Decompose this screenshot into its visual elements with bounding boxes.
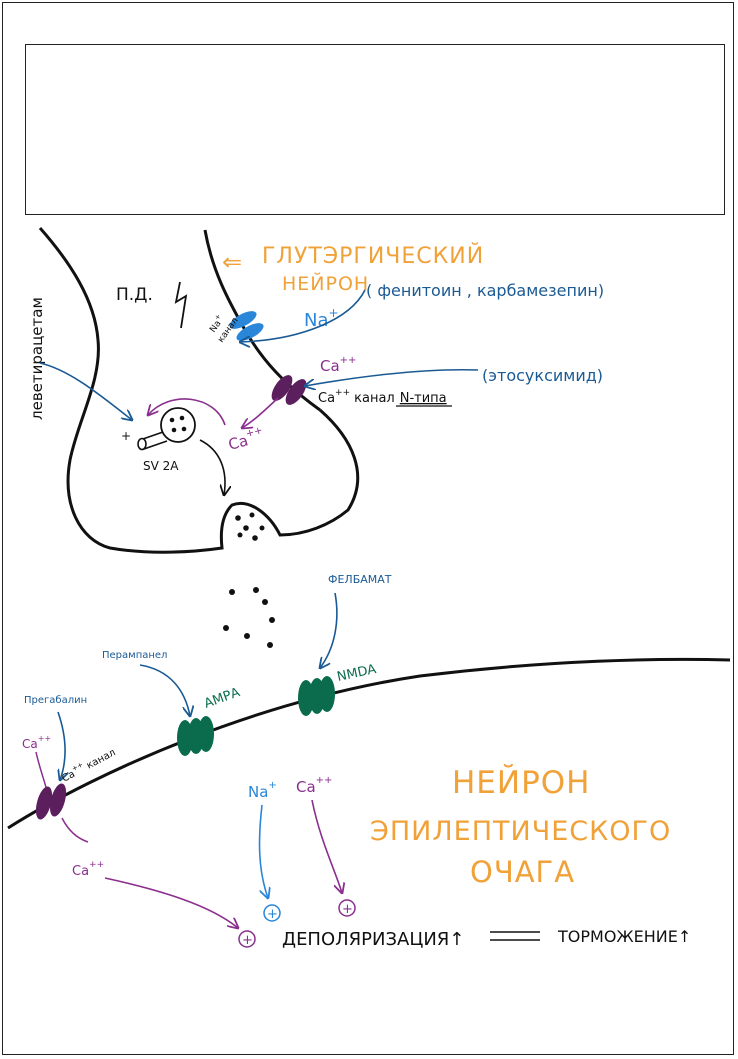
inhibition-label: ТОРМОЖЕНИЕ↑ <box>557 927 691 946</box>
felbamate-arrow <box>320 592 338 668</box>
sodium-ion-label: Na+ <box>304 306 339 331</box>
plus-icon-sodium: + <box>263 904 281 922</box>
postsynaptic-title-line2: ЭПИЛЕПТИЧЕСКОГО <box>370 816 671 847</box>
calcium-outside-postsynaptic: Ca++ <box>22 734 51 751</box>
sodium-in-label: Na+ <box>248 780 277 801</box>
postsynaptic-title-line3: ОЧАГА <box>470 855 575 889</box>
plus-icon-depolarization: + <box>238 930 256 948</box>
sv2a-vesicle <box>137 407 196 451</box>
levetiracetam-label: леветирацетам <box>28 297 46 420</box>
calcium-ion-outside: Ca++ <box>320 355 356 375</box>
nmda-label: NMDA <box>336 662 378 685</box>
presynaptic-title-arrow: ⇐ <box>222 248 242 276</box>
sodium-entry-arrow <box>240 289 366 342</box>
felbamate-label: ФЕЛБАМАТ <box>328 573 392 586</box>
postsynaptic-title-line1: НЕЙРОН <box>452 765 591 801</box>
sodium-in-arrow <box>258 804 268 898</box>
levetiracetam-arrow <box>39 362 132 420</box>
ampa-label: АМРА <box>202 685 242 712</box>
pregabalin-arrow <box>57 711 65 780</box>
depolarization-label: ДЕПОЛЯРИЗАЦИЯ↑ <box>282 929 464 950</box>
presynaptic-title-line1: ГЛУТЭРГИЧЕСКИЙ <box>262 243 484 269</box>
postsynaptic-membrane <box>7 657 731 830</box>
calcium-to-depolarization-arrow <box>104 877 238 928</box>
sv2a-label: SV 2A <box>143 459 179 473</box>
calcium-channel-presynaptic <box>271 375 307 405</box>
calcium-inflow-arrow <box>242 397 279 428</box>
calcium-ion-inside: Ca++ <box>226 425 266 454</box>
calcium-through-channel <box>61 817 89 843</box>
calcium-channel-postsynaptic-label: Ca++канал <box>59 745 118 785</box>
presynaptic-membrane-left <box>38 227 360 554</box>
calcium-in-label: Ca++ <box>296 775 332 796</box>
perampanel-arrow <box>139 664 190 716</box>
calcium-channel-postsynaptic <box>35 783 67 820</box>
ampa-receptor <box>177 716 214 756</box>
exocytosis-arrow <box>199 439 225 495</box>
sv2a-plus: + <box>121 429 131 443</box>
vesicle-release-dots <box>235 512 265 541</box>
calcium-to-vesicle-arrow <box>148 398 226 426</box>
header-box <box>25 44 725 215</box>
action-potential-label: П.Д. <box>116 285 153 305</box>
nmda-receptor <box>298 676 335 716</box>
calcium-channel-drug-arrow <box>305 368 479 386</box>
calcium-inside-postsynaptic: Ca++ <box>72 860 104 879</box>
sodium-channel-drugs: ( фенитоин , карбамезепин) <box>366 281 604 300</box>
svg-text:+: + <box>342 902 353 917</box>
lightning-icon <box>174 281 188 329</box>
presynaptic-title-line2: НЕЙРОН <box>282 272 369 295</box>
pregabalin-label: Прегабалин <box>24 695 87 706</box>
calcium-channel-drugs: (этосуксимид) <box>482 366 603 385</box>
calcium-in-arrow <box>311 799 342 893</box>
perampanel-label: Перампанел <box>102 650 167 661</box>
svg-text:+: + <box>267 907 278 922</box>
svg-text:+: + <box>242 933 253 948</box>
plus-icon-calcium: + <box>338 899 356 917</box>
cleft-glutamate-dots <box>223 587 275 648</box>
